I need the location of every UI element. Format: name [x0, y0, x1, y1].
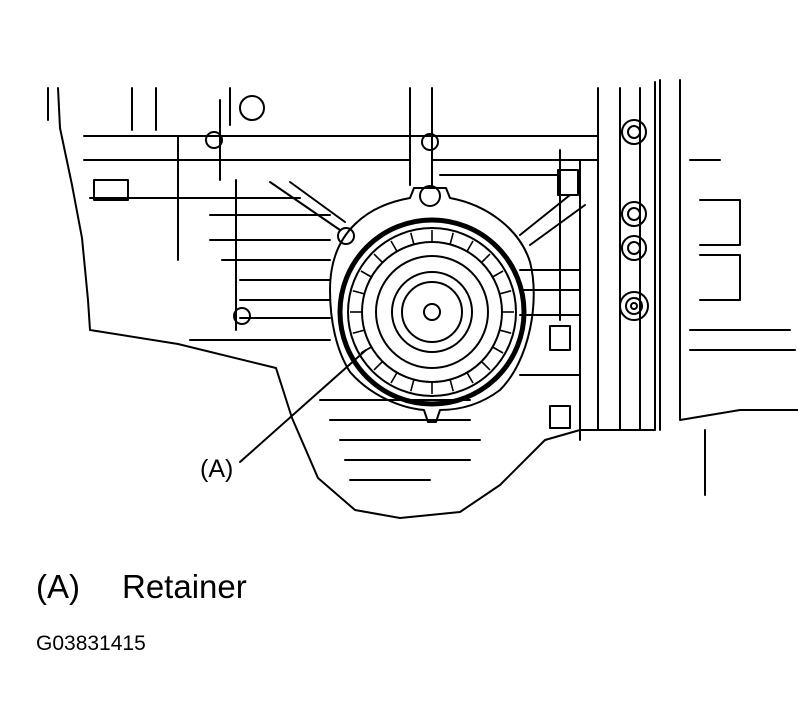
- transmission-case-drawing: [47, 79, 798, 519]
- side-bolt: [557, 169, 579, 196]
- retainer-tooth: [373, 253, 384, 264]
- retainer-tooth: [410, 379, 415, 392]
- hub-outer: [375, 255, 489, 369]
- retainer-tooth: [373, 360, 384, 371]
- retainer-tooth: [466, 372, 474, 384]
- retainer-tooth: [499, 329, 512, 334]
- right-housing: [679, 79, 798, 496]
- retainer-tooth: [492, 270, 504, 278]
- side-bolt: [549, 325, 571, 351]
- case-boss: [205, 131, 223, 149]
- case-diagonal-ribs: [269, 181, 586, 246]
- case-boss: [421, 133, 439, 151]
- small-bracket: [93, 179, 129, 201]
- case-top-edge: [47, 87, 599, 201]
- hub-inner: [401, 281, 463, 343]
- retainer-tooth: [466, 240, 474, 252]
- hub-middle: [391, 271, 473, 353]
- plug-bolt: [627, 241, 641, 255]
- retainer-teeth: [350, 230, 514, 394]
- retainer-ring: [337, 217, 527, 407]
- retainer-tooth: [499, 290, 512, 295]
- retainer-tooth: [352, 329, 365, 334]
- case-ribs: [83, 135, 599, 481]
- case-boss: [233, 307, 251, 325]
- plug-bolt: [630, 302, 638, 310]
- legend: (A) Retainer: [36, 568, 247, 606]
- retainer-tooth: [449, 232, 454, 245]
- plug-bolt: [627, 207, 641, 221]
- retainer-tooth: [390, 372, 398, 384]
- retainer-inner-ring: [347, 227, 517, 397]
- case-outline: [57, 81, 656, 519]
- plug-bolt: [619, 291, 649, 321]
- case-boss: [337, 227, 355, 245]
- retainer-tooth: [352, 290, 365, 295]
- plug-bolt: [621, 119, 647, 145]
- retainer-tooth: [449, 379, 454, 392]
- retainer-flange: [329, 187, 535, 423]
- plug-bolt: [625, 297, 643, 315]
- figure-id: G03831415: [36, 632, 146, 655]
- retainer-teeth-ring: [361, 241, 503, 383]
- hub-center: [423, 303, 441, 321]
- retainer-tooth: [390, 240, 398, 252]
- plug-bolt: [621, 201, 647, 227]
- plug-bolt: [627, 125, 641, 139]
- flange-boss: [419, 185, 441, 207]
- side-bolt: [549, 405, 571, 429]
- case-boss: [239, 95, 265, 121]
- callout-label-a: (A): [200, 455, 234, 483]
- retainer-tooth: [410, 232, 415, 245]
- retainer-tooth: [480, 360, 491, 371]
- callout-leader-line: [239, 349, 367, 463]
- legend-letter: (A): [36, 568, 80, 605]
- legend-description: Retainer: [122, 568, 247, 605]
- retainer-tooth: [492, 346, 504, 354]
- retainer-tooth: [480, 253, 491, 264]
- plug-bolt: [621, 235, 647, 261]
- retainer-tooth: [360, 270, 372, 278]
